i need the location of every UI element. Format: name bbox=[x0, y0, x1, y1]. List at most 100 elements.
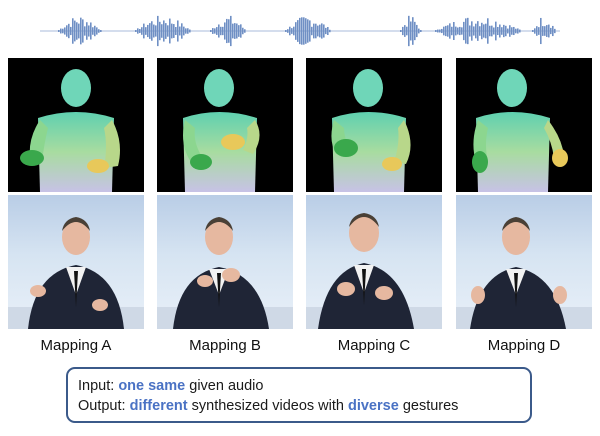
waveform-bar bbox=[301, 17, 303, 45]
waveform-bar bbox=[183, 26, 185, 36]
waveform-bar bbox=[479, 26, 481, 36]
waveform-bar bbox=[317, 25, 319, 37]
waveform-bar bbox=[441, 28, 443, 34]
waveform-bar bbox=[151, 21, 153, 41]
waveform-bar bbox=[481, 22, 483, 40]
info-box: Input: one same given audio Output: diff… bbox=[66, 367, 532, 423]
waveform-bar bbox=[70, 26, 72, 36]
waveform-bar bbox=[303, 17, 305, 45]
waveform-bar bbox=[548, 24, 550, 38]
waveform-bar bbox=[141, 27, 143, 35]
waveform-bar bbox=[309, 20, 311, 42]
speaker-photo-b bbox=[157, 195, 293, 329]
waveform-bar bbox=[287, 29, 289, 33]
waveform-bar bbox=[499, 24, 501, 38]
waveform-bar bbox=[135, 30, 137, 32]
waveform-bar bbox=[80, 17, 82, 45]
waveform-bar bbox=[503, 24, 505, 38]
waveform-bar bbox=[449, 23, 451, 39]
waveform-bar bbox=[319, 24, 321, 38]
waveform-bar bbox=[414, 21, 416, 41]
waveform-bar bbox=[485, 23, 487, 39]
waveform-bar bbox=[536, 26, 538, 36]
speaker-photo-a bbox=[8, 195, 144, 329]
waveform-bar bbox=[187, 28, 189, 34]
waveform-bar bbox=[145, 27, 147, 35]
mapping-column-c: Mapping C bbox=[306, 58, 442, 354]
waveform-bar bbox=[236, 23, 238, 39]
waveform-bar bbox=[400, 30, 402, 32]
waveform-bar bbox=[289, 26, 291, 36]
waveform-bar bbox=[469, 25, 471, 37]
waveform-bar bbox=[554, 28, 556, 34]
waveform-bar bbox=[461, 27, 463, 35]
output-mid: synthesized videos with bbox=[191, 398, 344, 414]
waveform-bar bbox=[222, 26, 224, 36]
waveform-bar bbox=[313, 23, 315, 39]
output-rest: gestures bbox=[402, 398, 459, 414]
waveform-bar bbox=[98, 29, 100, 33]
waveform-bar bbox=[226, 18, 228, 44]
waveform-bar bbox=[420, 30, 422, 32]
waveform-bar bbox=[100, 30, 102, 32]
waveform-bar bbox=[177, 20, 179, 42]
waveform-bar bbox=[293, 26, 295, 36]
waveform-bar bbox=[232, 23, 234, 39]
waveform-bar bbox=[489, 25, 491, 37]
waveform-bar bbox=[234, 23, 236, 39]
waveform-bar bbox=[546, 25, 548, 37]
waveform-bar bbox=[412, 17, 414, 45]
waveform-bar bbox=[497, 26, 499, 36]
waveform-bar bbox=[435, 30, 437, 32]
waveform-bar bbox=[437, 29, 439, 33]
waveform-bar bbox=[307, 19, 309, 43]
input-rest: given audio bbox=[189, 378, 264, 394]
waveform-bar bbox=[509, 25, 511, 37]
waveform-bar bbox=[402, 26, 404, 36]
waveform-bar bbox=[175, 27, 177, 35]
waveform-bar bbox=[86, 22, 88, 40]
waveform-bar bbox=[224, 22, 226, 40]
mapping-column-d: Mapping D bbox=[456, 58, 592, 354]
waveform-bar bbox=[143, 23, 145, 39]
waveform-bar bbox=[66, 25, 68, 37]
mesh-render-b bbox=[157, 58, 293, 192]
input-line: Input: one same given audio bbox=[78, 376, 520, 396]
waveform-bar bbox=[139, 28, 141, 34]
waveform-bar bbox=[62, 28, 64, 34]
waveform-bar bbox=[325, 27, 327, 35]
output-highlight-diverse: diverse bbox=[347, 398, 399, 414]
waveform-bar bbox=[212, 28, 214, 34]
waveform-bar bbox=[455, 26, 457, 36]
waveform-bar bbox=[165, 23, 167, 39]
waveform-bar bbox=[155, 25, 157, 37]
waveform-bar bbox=[550, 27, 552, 35]
waveform-bar bbox=[501, 27, 503, 35]
waveform-bar bbox=[216, 27, 218, 35]
waveform-bar bbox=[297, 20, 299, 42]
waveform-bar bbox=[321, 23, 323, 39]
waveform-bar bbox=[64, 27, 66, 35]
waveform-bar bbox=[406, 26, 408, 36]
waveform-bar bbox=[477, 21, 479, 41]
waveform-bar bbox=[315, 23, 317, 39]
waveform-bar bbox=[78, 23, 80, 39]
waveform-bar bbox=[445, 25, 447, 37]
caption-mapping-a: Mapping A bbox=[40, 337, 112, 354]
waveform-bar bbox=[515, 28, 517, 34]
waveform-bar bbox=[167, 25, 169, 37]
waveform-bar bbox=[459, 26, 461, 36]
waveform-bar bbox=[137, 28, 139, 34]
waveform-bar bbox=[149, 23, 151, 39]
waveform-bar bbox=[408, 15, 410, 47]
waveform-bar bbox=[181, 23, 183, 39]
mesh-render-a bbox=[8, 58, 144, 192]
waveform-bar bbox=[416, 24, 418, 38]
waveform-bar bbox=[94, 25, 96, 37]
input-label: Input: bbox=[78, 378, 115, 394]
waveform-bar bbox=[238, 25, 240, 37]
waveform-bar bbox=[210, 30, 212, 32]
waveform-bar bbox=[451, 26, 453, 36]
waveform-bar bbox=[463, 21, 465, 41]
waveform-bar bbox=[68, 23, 70, 39]
